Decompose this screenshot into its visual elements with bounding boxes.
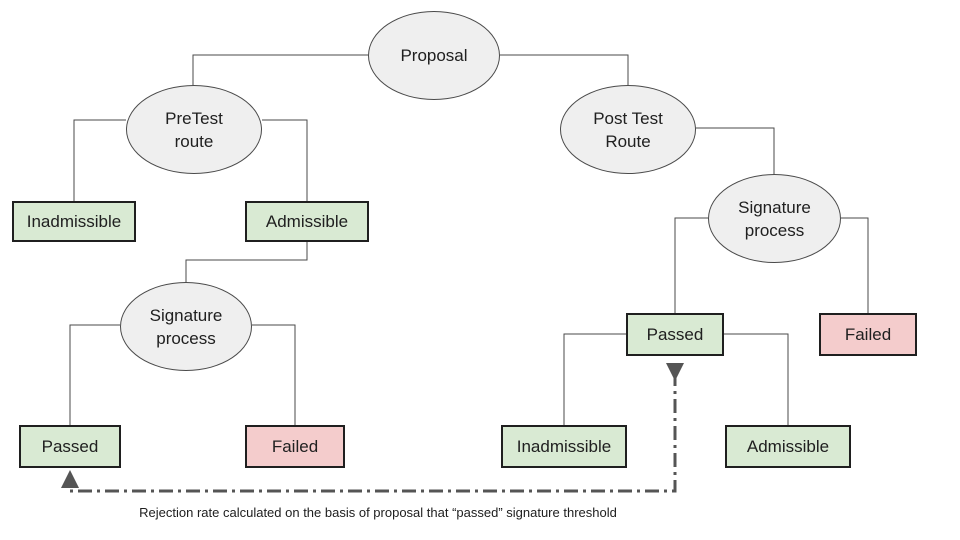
pre-inadmissible-label: Inadmissible — [26, 212, 122, 231]
connector-postsig-failed — [841, 217, 869, 313]
connector-proposal-posttest — [500, 54, 629, 85]
pretest-route-label: PreTest route — [165, 108, 223, 151]
connector-signature-failed — [252, 324, 296, 425]
pre-failed-label: Failed — [271, 437, 319, 456]
proposal-label: Proposal — [400, 46, 468, 65]
connector-postsig-passed — [674, 217, 708, 313]
connector-admissible-signature — [185, 242, 308, 282]
connector-proposal-pretest — [192, 54, 368, 85]
pre-passed-box: Passed — [19, 425, 121, 468]
connector-postpassed-admissible — [724, 333, 789, 425]
post-failed-box: Failed — [819, 313, 917, 356]
post-admissible-box: Admissible — [725, 425, 851, 468]
connector-signature-passed — [69, 324, 120, 425]
post-passed-label: Passed — [646, 325, 704, 344]
rejection-rate-caption: Rejection rate calculated on the basis o… — [139, 505, 617, 520]
connector-pretest-admissible — [262, 119, 308, 201]
pre-inadmissible-box: Inadmissible — [12, 201, 136, 242]
posttest-route-label: Post Test Route — [593, 108, 663, 151]
pre-admissible-label: Admissible — [265, 212, 349, 231]
pretest-route-node: PreTest route — [126, 85, 262, 174]
post-inadmissible-box: Inadmissible — [501, 425, 627, 468]
posttest-route-node: Post Test Route — [560, 85, 696, 174]
pre-passed-label: Passed — [41, 437, 99, 456]
post-failed-label: Failed — [844, 325, 892, 344]
pre-failed-box: Failed — [245, 425, 345, 468]
connector-postpassed-inadmissible — [563, 333, 626, 425]
proposal-node: Proposal — [368, 11, 500, 100]
post-inadmissible-label: Inadmissible — [516, 437, 612, 456]
post-passed-box: Passed — [626, 313, 724, 356]
pre-admissible-box: Admissible — [245, 201, 369, 242]
post-signature-process-label: Signature process — [738, 197, 811, 240]
dash-dot-arrow — [61, 363, 684, 493]
connector-posttest-signature — [696, 127, 775, 180]
post-signature-process-node: Signature process — [708, 174, 841, 263]
pre-signature-process-label: Signature process — [149, 305, 223, 348]
connector-pretest-inadmissible — [73, 119, 126, 201]
pre-signature-process-node: Signature process — [120, 282, 252, 371]
post-admissible-label: Admissible — [746, 437, 830, 456]
